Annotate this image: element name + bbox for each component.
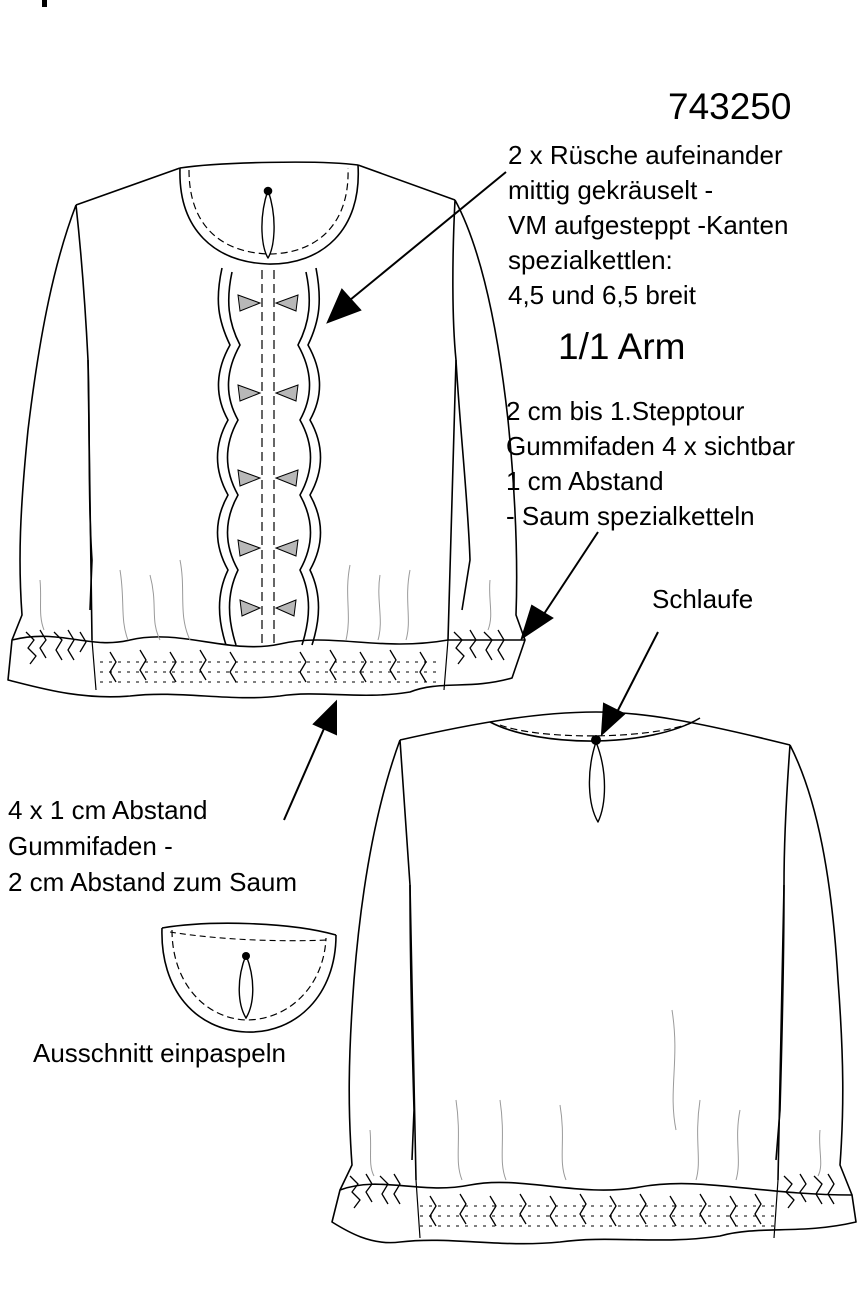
sleeve-note-line-4: - Saum spezialketteln — [506, 501, 755, 531]
sleeve-arrow-line — [539, 531, 599, 621]
front-ruffle-panel-left — [216, 267, 231, 646]
front-drape-lines — [39, 559, 492, 641]
back-hem-ruffle — [331, 1181, 857, 1245]
neckline-label: Ausschnitt einpaspeln — [33, 1038, 286, 1068]
sleeve-note-line-2: Gummifaden 4 x sichtbar — [506, 431, 796, 461]
leader-arrows — [283, 171, 659, 821]
back-body-sides — [409, 884, 785, 1181]
sleeve-note: 2 cm bis 1.Stepptour Gummifaden 4 x sich… — [506, 394, 795, 534]
back-right-sleeve — [775, 744, 853, 1196]
neckline-detail-drawing — [161, 922, 337, 1033]
hem-arrowhead — [312, 699, 337, 736]
front-hem-ruffle — [7, 635, 526, 699]
ruffle-arrow-line — [349, 171, 507, 301]
hem-note: 4 x 1 cm Abstand Gummifaden - 2 cm Absta… — [8, 792, 297, 900]
hem-note-line-2: Gummifaden - — [8, 831, 173, 861]
back-keyhole — [588, 741, 606, 823]
sleeve-length-label: 1/1 Arm — [558, 326, 686, 367]
front-ruffle-panel-right — [307, 267, 322, 646]
loop-arrowhead — [600, 702, 626, 737]
ruffle-arrowhead — [326, 288, 362, 324]
back-drape-lines — [369, 1009, 822, 1181]
back-neckline — [399, 711, 791, 746]
front-keyhole — [261, 189, 275, 259]
ruffle-note-line-3: VM aufgesteppt -Kanten — [508, 210, 789, 240]
ruffle-note-line-4: spezialkettlen: — [508, 245, 673, 275]
front-view-blouse — [7, 161, 526, 699]
loop-label: Schlaufe — [652, 584, 754, 614]
neckline-detail-button — [242, 952, 250, 960]
back-view-blouse — [331, 711, 857, 1245]
front-neckline — [179, 164, 359, 265]
front-left-sleeve — [11, 204, 93, 641]
ruffle-note-line-1: 2 x Rüsche aufeinander — [508, 140, 783, 170]
style-number: 743250 — [668, 86, 792, 127]
hem-note-line-3: 2 cm Abstand zum Saum — [8, 867, 298, 897]
sleeve-note-line-1: 2 cm bis 1.Stepptour — [506, 396, 745, 426]
hem-note-line-1: 4 x 1 cm Abstand — [8, 795, 208, 825]
sleeve-note-line-3: 1 cm Abstand — [506, 466, 664, 496]
front-center-stitching — [261, 270, 275, 648]
loop-arrow-line — [613, 631, 659, 719]
front-ruffle-folds — [237, 294, 299, 617]
front-shoulders — [75, 164, 456, 206]
ruffle-note-line-2: mittig gekräuselt - — [508, 175, 714, 205]
hem-arrow-line — [283, 723, 327, 821]
back-loop-button — [591, 735, 601, 745]
front-body-sides — [87, 359, 457, 641]
back-left-sleeve — [339, 739, 415, 1191]
ruffle-note: 2 x Rüsche aufeinander mittig gekräuselt… — [508, 138, 788, 313]
corner-mark — [42, 0, 47, 7]
ruffle-note-line-5: 4,5 und 6,5 breit — [508, 280, 696, 310]
sleeve-arrowhead — [520, 604, 554, 641]
